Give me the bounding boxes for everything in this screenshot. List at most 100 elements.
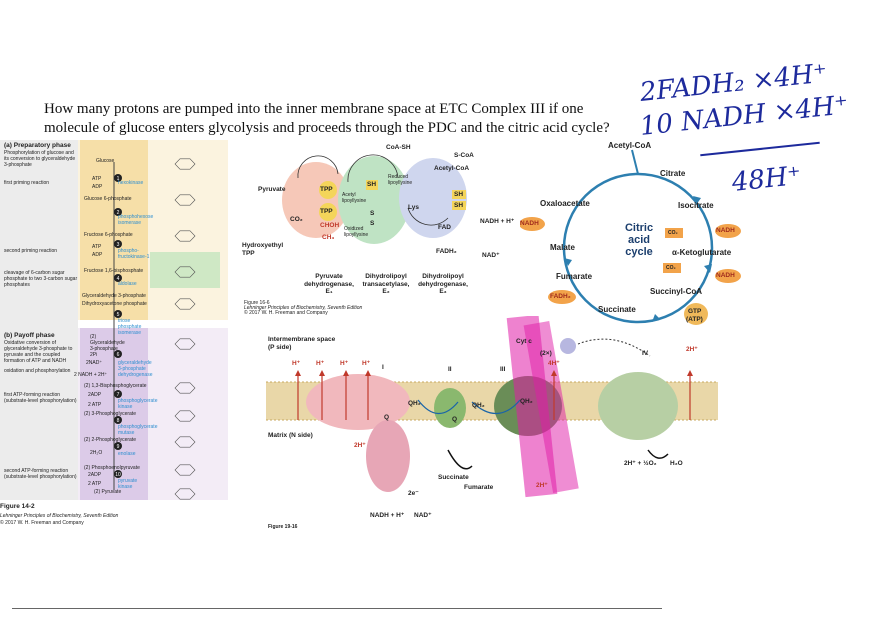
etc-2h-iii: 2H⁺ [536,482,548,489]
metabolite-dhap: Dihydroxyacetone phosphate [82,301,147,307]
proton-arrowhead [343,370,349,376]
tca-center-word-3: cycle [625,246,653,258]
cycle-arrowhead-2 [704,264,712,273]
pdc-sh-3: SH [454,202,464,209]
sh-box-2 [452,190,466,199]
etc-proton-4: H⁺ [362,360,371,367]
tca-gtp: GTP [688,308,702,315]
payoff-phase-desc: Oxidative conversion of glyceraldehyde 3… [4,340,73,364]
phase-label-column [0,140,78,500]
pdc-co2: CO₂ [290,216,303,223]
tca-nadh-2: NADH [716,227,735,234]
enzyme-pgm: phosphoglycerate mutase [118,424,158,436]
pdc-reduced-lipoyllysine: Reduced lipoyllysine [388,174,413,186]
cofactor-2adp-2: 2ADP [88,472,102,478]
tca-fadh2: FADH₂ [550,293,571,300]
molecule-structure [174,488,196,500]
tca-fumarate: Fumarate [556,272,593,281]
cycle-arrowhead-3 [652,314,660,322]
pdc-s-2: S [370,220,375,227]
prep-phase-desc: Phosphorylation of glucose and its conve… [4,150,76,168]
etc-qh2-3: QH₂ [520,398,533,405]
step-badge [114,310,122,318]
etc-figure-label: Figure 19-16 [268,524,298,530]
cycle-arrowhead-1 [693,196,701,205]
etc-matrix: Matrix (N side) [268,432,313,439]
molecule-structure [174,230,196,242]
e3-blob [399,158,467,238]
co2-badge-1-bg [665,228,683,238]
etc-complex-ii-label: II [448,366,452,373]
nadh-badge-2-bg [715,224,741,238]
pdc-arrow-3 [407,207,449,226]
etc-complex-iv-label: IV [642,350,649,357]
tca-oxaloacetate: Oxaloacetate [540,199,590,208]
gtp-badge-bg [684,303,708,325]
pdc-acetyl-lipoyllysine: Acetyl lipoyllysine [342,192,367,204]
sh-box-3 [452,201,466,210]
enzyme-pk: pyruvate kinase [118,478,138,490]
prep-phase-title: (a) Preparatory phase [4,142,71,149]
pdc-lys: Lys [408,204,419,211]
enzyme-hexokinase: hexokinase [118,180,144,186]
e3-name: Dihydrolipoyl dehydrogenase, [418,273,468,288]
step-badge [114,274,122,282]
pdc-book-credit: Lehninger Principles of Biochemistry, Se… [244,305,363,311]
tpp-circle-2 [319,203,337,221]
pdc-fad: FAD [438,224,451,231]
pdc-oxidized-lipoyllysine: Oxidized lipoyllysine [344,226,369,238]
pdc-s-1: S [370,210,375,217]
metabolite-glucose: Glucose [96,158,115,164]
tca-nadh-3: NADH [716,272,735,279]
tca-succinate: Succinate [598,305,636,314]
succinate-arrow [447,449,473,470]
metabolite-f16bp: Fructose 1,6-bisphosphate [84,268,144,274]
cyt-c-circle [560,338,576,354]
glycolysis-book-credit: Lehninger Principles of Biochemistry, Se… [0,513,119,519]
etc-q-1: Q [384,414,390,421]
pdc-diagram [282,154,467,244]
pdc-sh-2: SH [454,191,464,198]
etc-proton-1: H⁺ [292,360,301,367]
metabolite-2pg: (2) 2-Phosphoglycerate [84,437,136,443]
cofactor-atp-1: ATP [92,176,102,182]
pdc-enzyme-e2: Dihydrolipoyl transacetylase, E₂ [358,273,414,296]
cofactor-2h2o: 2H₂O [90,450,103,456]
pdc-nadh: NADH + H⁺ [480,218,515,225]
highlight-stroke-1 [506,314,558,498]
e2-sub: E₂ [382,288,390,295]
etc-intermembrane: Intermembrane space (P side) [268,336,336,351]
tca-nadh-1: NADH [520,220,539,227]
step-badge [114,442,122,450]
first-atp-label: first ATP-forming reaction (substrate-le… [4,392,77,404]
etc-q-2: Q [452,416,458,423]
first-priming-label: first priming reaction [4,180,50,186]
step-badge [114,240,122,248]
pdc-choh: CHOH [320,222,340,229]
metabolite-gap: Glyceraldehyde 3-phosphate [82,293,146,299]
highlight-stroke-2 [523,321,579,493]
etc-qh2-2: QH₂ [472,402,485,409]
pdc-tpp-1: TPP [320,186,333,193]
question-text: How many protons are pumped into the inn… [44,100,614,138]
molecule-structure [174,410,196,422]
tca-akg: α-Ketoglutarate [672,248,732,257]
etc-fumarate: Fumarate [464,484,494,491]
etc-nad: NAD⁺ [414,512,432,519]
enzyme-phi: phosphohexose isomerase [118,214,154,226]
enzyme-pfk1: phospho-fructokinase-1 [118,248,150,260]
step-badge [114,208,122,216]
tca-acetyl-coa: Acetyl-CoA [608,141,652,150]
e2-name: Dihydrolipoyl transacetylase, [362,273,410,288]
aldolase-highlight [150,252,220,288]
molecule-structure [174,382,196,394]
citric-acid-cycle: Acetyl-CoA Citrate Isocitrate α-Ketoglut… [519,136,780,336]
pdc-figure-label: Figure 16-6 [244,300,270,306]
enzyme-pgk: phosphoglycerate kinase [118,398,158,410]
payoff-phase-title: (b) Payoff phase [4,332,55,339]
tca-citrate: Citrate [660,169,686,178]
pdc-figure: Pyruvate CO₂ Hydroxyethyl TPP TPP TPP CH… [238,138,518,318]
enzyme-tpi: triose phosphate isomerase [118,318,142,336]
